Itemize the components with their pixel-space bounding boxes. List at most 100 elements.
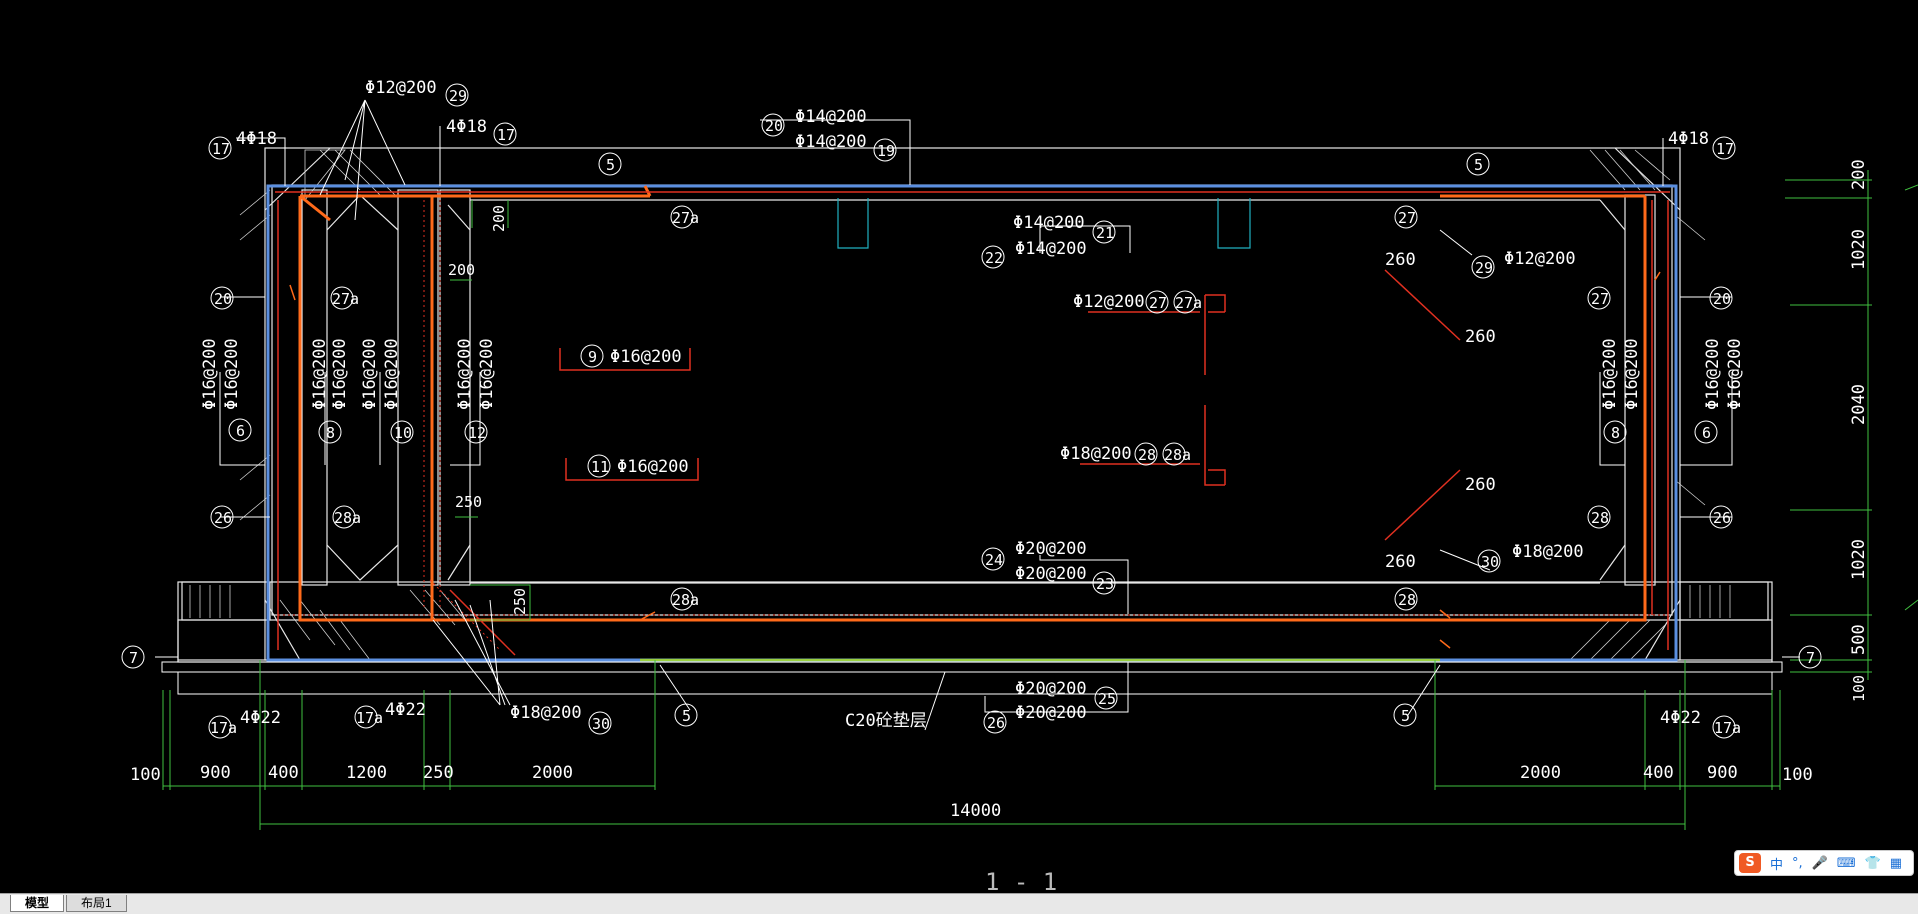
svg-text:260: 260 xyxy=(1385,552,1416,572)
dim-bl-3: 1200 xyxy=(346,763,387,783)
section-title: 1 - 1 xyxy=(985,868,1057,893)
layout-tab-bar: 模型 布局1 xyxy=(0,893,1918,914)
svg-text:5: 5 xyxy=(682,707,691,725)
tab-layout1[interactable]: 布局1 xyxy=(66,895,127,912)
svg-text:Φ16@200: Φ16@200 xyxy=(455,338,475,410)
label-phi20-24: Φ20@200 xyxy=(1015,539,1087,559)
label-4phi22-c: 4Φ22 xyxy=(1660,708,1701,728)
dim-br-3: 100 xyxy=(1782,765,1813,785)
svg-text:26: 26 xyxy=(1713,509,1731,527)
dim-rv-0: 200 xyxy=(1849,159,1869,190)
label-phi14-19: Φ14@200 xyxy=(795,132,867,152)
svg-text:27a: 27a xyxy=(1175,294,1202,312)
svg-text:Φ16@200: Φ16@200 xyxy=(1622,338,1642,410)
leader-lines xyxy=(155,99,1800,731)
svg-text:29: 29 xyxy=(449,87,467,105)
svg-text:6: 6 xyxy=(1702,424,1711,442)
label-phi12-27: Φ12@200 xyxy=(1073,292,1145,312)
svg-text:17a: 17a xyxy=(1714,719,1741,737)
dim-bl-0: 100 xyxy=(130,765,161,785)
ime-chinese-mode[interactable]: 中 xyxy=(1770,857,1784,873)
ime-skin-icon[interactable]: 👕 xyxy=(1864,855,1881,871)
ime-punctuation-icon[interactable]: °, xyxy=(1792,855,1803,871)
svg-text:20: 20 xyxy=(214,290,232,308)
label-phi18-30: Φ18@200 xyxy=(510,703,582,723)
label-4phi18-left: 4Φ18 xyxy=(236,129,277,149)
label-phi20-26: Φ20@200 xyxy=(1015,703,1087,723)
svg-text:10: 10 xyxy=(394,424,412,442)
svg-text:12: 12 xyxy=(468,424,486,442)
svg-text:Φ16@200: Φ16@200 xyxy=(222,338,242,410)
label-phi20-25: Φ20@200 xyxy=(1015,679,1087,699)
svg-text:17: 17 xyxy=(212,140,230,158)
ime-keyboard-icon[interactable]: ⌨ xyxy=(1836,855,1856,871)
svg-text:8: 8 xyxy=(326,424,335,442)
svg-text:28a: 28a xyxy=(334,509,361,527)
svg-text:Φ16@200: Φ16@200 xyxy=(330,338,350,410)
ime-logo-icon[interactable]: S xyxy=(1739,853,1761,873)
dim-total: 14000 xyxy=(950,801,1001,821)
svg-text:7: 7 xyxy=(1806,649,1815,667)
svg-text:Φ16@200: Φ16@200 xyxy=(1725,338,1745,410)
svg-text:260: 260 xyxy=(1465,475,1496,495)
svg-text:17: 17 xyxy=(497,126,515,144)
svg-text:28: 28 xyxy=(1398,591,1416,609)
svg-text:Φ16@200: Φ16@200 xyxy=(382,338,402,410)
label-phi18-30r: Φ18@200 xyxy=(1512,542,1584,562)
cad-drawing-canvas[interactable]: Φ12@200 29 17 4Φ18 4Φ18 17 20 Φ14@200 Φ1… xyxy=(0,0,1918,893)
dim-br-0: 2000 xyxy=(1520,763,1561,783)
dim-bl-4: 250 xyxy=(423,763,454,783)
dimension-lines xyxy=(162,170,1918,830)
svg-text:17: 17 xyxy=(1716,140,1734,158)
svg-text:20: 20 xyxy=(1713,290,1731,308)
label-phi16-11: Φ16@200 xyxy=(617,457,689,477)
svg-text:27: 27 xyxy=(1149,294,1167,312)
dim-br-2: 900 xyxy=(1707,763,1738,783)
label-4phi18-mid: 4Φ18 xyxy=(446,117,487,137)
svg-text:29: 29 xyxy=(1475,259,1493,277)
dim-rv-1: 1020 xyxy=(1849,229,1869,270)
svg-text:Φ16@200: Φ16@200 xyxy=(360,338,380,410)
svg-text:22: 22 xyxy=(985,249,1003,267)
label-phi18-28: Φ18@200 xyxy=(1060,444,1132,464)
svg-text:200: 200 xyxy=(448,261,475,279)
svg-text:25: 25 xyxy=(1098,690,1116,708)
structure-outline xyxy=(161,147,1783,695)
svg-text:Φ16@200: Φ16@200 xyxy=(310,338,330,410)
label-phi16-9: Φ16@200 xyxy=(610,347,682,367)
svg-text:24: 24 xyxy=(985,551,1003,569)
svg-text:260: 260 xyxy=(1465,327,1496,347)
dimension-text: 100 900 400 1200 250 2000 2000 400 900 1… xyxy=(130,159,1869,893)
ime-microphone-icon[interactable]: 🎤 xyxy=(1811,855,1828,871)
ime-menu-icon[interactable]: ▦ xyxy=(1889,855,1903,871)
svg-text:250: 250 xyxy=(455,493,482,511)
svg-text:28: 28 xyxy=(1138,446,1156,464)
svg-text:19: 19 xyxy=(877,142,895,160)
label-4phi22-b: 4Φ22 xyxy=(385,700,426,720)
svg-text:26: 26 xyxy=(987,714,1005,732)
svg-text:7: 7 xyxy=(129,649,138,667)
svg-text:17a: 17a xyxy=(356,709,383,727)
label-phi14-20: Φ14@200 xyxy=(795,107,867,127)
label-4phi18-right: 4Φ18 xyxy=(1668,129,1709,149)
svg-text:20: 20 xyxy=(765,117,783,135)
svg-text:17a: 17a xyxy=(210,719,237,737)
svg-text:30: 30 xyxy=(1481,553,1499,571)
svg-text:28a: 28a xyxy=(672,591,699,609)
label-phi14-22: Φ14@200 xyxy=(1015,239,1087,259)
label-phi12-29: Φ12@200 xyxy=(365,78,437,98)
dim-bl-2: 400 xyxy=(268,763,299,783)
rebar xyxy=(266,184,1678,662)
dim-bl-5: 2000 xyxy=(532,763,573,783)
dim-rv-2: 2040 xyxy=(1849,384,1869,425)
dim-br-1: 400 xyxy=(1643,763,1674,783)
svg-text:30: 30 xyxy=(592,715,610,733)
svg-text:26: 26 xyxy=(214,509,232,527)
svg-text:8: 8 xyxy=(1611,424,1620,442)
ime-toolbar[interactable]: S 中 °, 🎤 ⌨ 👕 ▦ xyxy=(1734,850,1914,876)
svg-text:200: 200 xyxy=(490,205,508,232)
tab-model[interactable]: 模型 xyxy=(10,895,65,912)
svg-text:260: 260 xyxy=(1385,250,1416,270)
svg-text:250: 250 xyxy=(511,588,529,615)
svg-text:27: 27 xyxy=(1398,209,1416,227)
